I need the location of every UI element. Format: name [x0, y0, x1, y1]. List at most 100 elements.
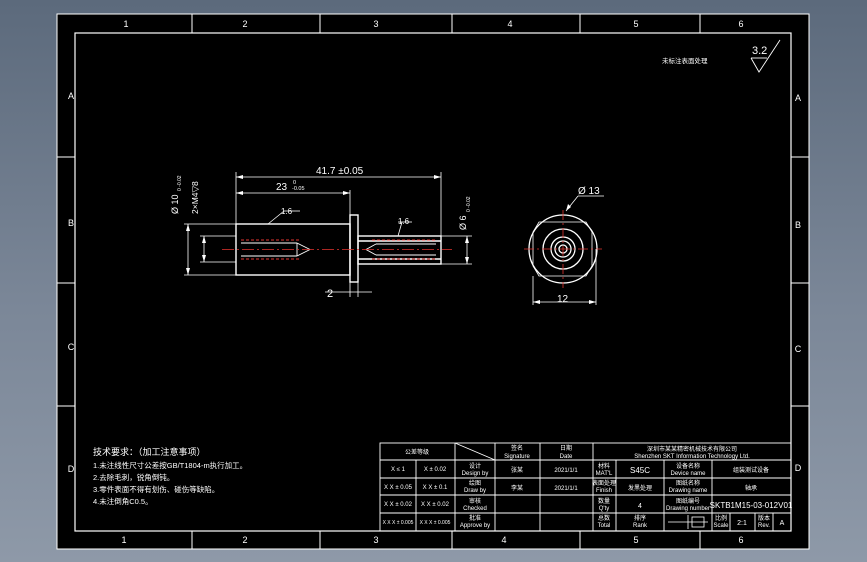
role-3-en: Checked	[463, 506, 487, 512]
zone-row-left-d: D	[68, 464, 75, 474]
qty-label-cn: 数量	[598, 497, 610, 505]
roughness-value: 3.2	[752, 45, 767, 57]
rev-label-en: Rev.	[758, 523, 770, 529]
dim-big-diameter: Ø 10	[170, 194, 180, 214]
role-2-en: Draw by	[464, 488, 486, 494]
tech-note-2: 2.去除毛刺，锐角倒钝。	[93, 472, 174, 482]
tol-row2-b: X X ± 0.1	[423, 485, 448, 491]
tol-row2-a: X X ± 0.05	[384, 485, 413, 491]
role-3-cn: 审核	[469, 497, 481, 505]
role-4-en: Approve by	[460, 523, 490, 529]
zone-col-bottom-4: 4	[501, 535, 506, 545]
dim-big-diameter-tol: 0 -0.02	[177, 175, 183, 191]
tol-row3-a: X X ± 0.02	[384, 502, 413, 508]
zone-col-top-3: 3	[373, 19, 378, 29]
zone-row-left-b: B	[68, 218, 74, 228]
rank-label-cn: 排序	[634, 514, 646, 522]
rev-label-cn: 版本	[758, 514, 770, 522]
dim-small-diameter: Ø 6	[458, 215, 468, 230]
title-block-grid	[379, 442, 792, 532]
scale-label-cn: 比例	[715, 514, 727, 522]
tol-row4-a: X X X ± 0.005	[383, 520, 414, 526]
tol-row1-a: X ≤ 1	[391, 467, 406, 473]
dim-overall-length: 41.7 ±0.05	[316, 166, 364, 177]
number-label-en: Drawing number	[666, 506, 710, 512]
role-2-name: 李某	[511, 484, 523, 492]
total-label-en: Total	[598, 523, 611, 529]
rank-label-en: Rank	[633, 523, 648, 529]
dim-shaft-length: 23	[276, 182, 288, 193]
dim-shaft-tol-upper: 0	[293, 180, 296, 186]
zone-col-bottom-6: 6	[738, 535, 743, 545]
tech-note-4: 4.未注倒角C0.5。	[93, 496, 153, 506]
role-1-name: 张某	[511, 466, 523, 474]
zone-col-top-5: 5	[633, 19, 638, 29]
total-label-cn: 总数	[598, 514, 610, 522]
drawing-name: 轴承	[745, 484, 757, 492]
qty-value: 4	[638, 503, 642, 510]
zone-dividers	[57, 14, 809, 549]
material-label-en: MAT'L	[596, 471, 613, 477]
thread-lines	[241, 239, 436, 260]
dim-flat-width: 12	[557, 294, 569, 305]
dim-thread-spec: 2×M4▽8	[190, 181, 200, 214]
tol-row3-b: X X ± 0.02	[421, 502, 450, 508]
finish-label-en: Finish	[596, 488, 612, 494]
material-value: S45C	[630, 466, 650, 475]
tol-row1-b: X ± 0.02	[424, 467, 447, 473]
zone-col-top-1: 1	[123, 19, 128, 29]
dimension-arrows	[186, 175, 469, 275]
role-2-date: 2021/1/1	[554, 486, 578, 492]
zone-col-top-2: 2	[242, 19, 247, 29]
title-block[interactable]: 公差等级 X ≤ 1 X ± 0.02 X X ± 0.05 X X ± 0.1…	[379, 442, 793, 532]
corner-note: 未标注表面处理	[662, 56, 708, 65]
finish-value: 发黑处理	[628, 484, 652, 492]
tol-header: 公差等级	[405, 448, 429, 456]
dim-small-diameter-tol: 0 -0.02	[466, 196, 472, 212]
device-name: 组装测试设备	[733, 466, 769, 474]
zone-row-left-c: C	[68, 342, 75, 352]
material-label-cn: 材料	[598, 462, 610, 470]
sig-header-en: Signature	[504, 454, 530, 460]
qty-label-en: Q'ty	[599, 506, 609, 512]
tapped-hole-left	[241, 242, 311, 257]
side-view-dimensions	[532, 195, 604, 305]
dimension-lines	[184, 172, 472, 297]
device-label-en: Device name	[670, 471, 706, 477]
drawing-number: SKTB1M15-03-012V01	[710, 501, 793, 510]
company-en: Shenzhen SKT Information Technology Ltd.	[634, 454, 750, 460]
role-1-date: 2021/1/1	[554, 468, 578, 474]
zone-col-top-6: 6	[738, 19, 743, 29]
zone-row-left-a: A	[68, 91, 74, 101]
roughness-symbol	[750, 39, 781, 73]
role-2-cn: 绘图	[469, 479, 481, 487]
tech-note-3: 3.零件表面不得有划伤、碰伤等缺陷。	[93, 484, 219, 494]
zone-col-bottom-1: 1	[121, 535, 126, 545]
tapped-hole-right	[365, 243, 436, 256]
drawing-label-en: Drawing name	[669, 488, 708, 494]
tech-notes: 技术要求：（加工注意事项） 1.未注线性尺寸公差按GB/T1804-m执行加工。…	[93, 446, 247, 506]
scale-label-en: Scale	[713, 523, 729, 529]
dim-roughness-left: 1.6	[281, 207, 293, 216]
zone-col-bottom-2: 2	[242, 535, 247, 545]
side-view-arrows	[533, 204, 596, 304]
projection-symbol	[668, 515, 708, 529]
drawing-label-cn: 图纸名称	[676, 479, 700, 487]
dim-shaft-tol-lower: -0.05	[292, 186, 305, 192]
dim-roughness-right: 1.6	[398, 217, 410, 226]
front-view[interactable]: 41.7 ±0.05 23 0 -0.05 Ø 10 0 -0.02 2×M4▽…	[170, 166, 472, 300]
zone-col-top-4: 4	[507, 19, 512, 29]
rev-value: A	[780, 520, 785, 527]
tol-row4-b: X X X ± 0.005	[420, 520, 451, 526]
date-header-cn: 日期	[560, 444, 572, 452]
scale-value: 2:1	[737, 520, 747, 527]
finish-label-cn: 表面处理	[592, 479, 616, 487]
side-view-centerlines	[524, 210, 602, 288]
zone-row-right-b: B	[795, 220, 801, 230]
sig-header-cn: 签名	[511, 444, 523, 452]
device-label-cn: 设备名称	[676, 462, 700, 470]
tech-note-1: 1.未注线性尺寸公差按GB/T1804-m执行加工。	[93, 460, 247, 470]
side-view[interactable]: Ø 13 12	[524, 186, 604, 305]
dim-flange-thickness: 2	[327, 288, 333, 300]
